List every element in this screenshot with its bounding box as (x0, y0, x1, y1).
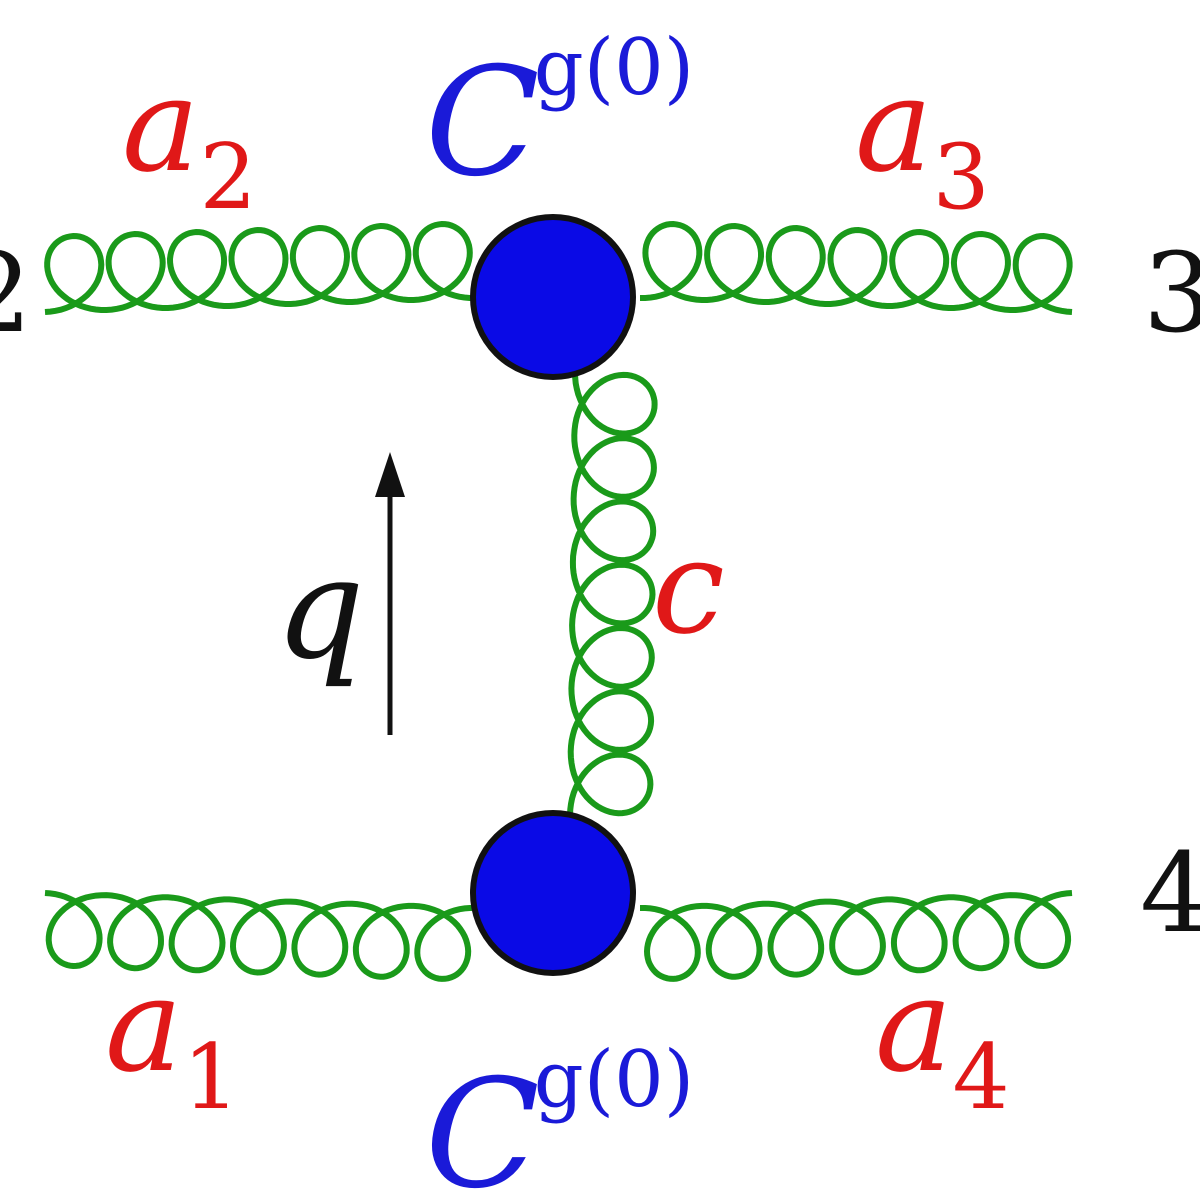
gluon-line-a4 (640, 890, 1073, 982)
label-base: a (105, 949, 183, 1101)
vertex-label-bottom: Cg(0) (425, 1041, 700, 1200)
label-subscript: 1 (182, 1025, 240, 1130)
label-subscript: 3 (932, 125, 990, 230)
label-base: C (425, 36, 540, 210)
gluon-line-a1 (44, 890, 475, 982)
label-superscript: g(0) (533, 1035, 695, 1125)
color-label-a4: a4 (875, 960, 1010, 1123)
color-label-a1: a1 (105, 960, 240, 1123)
label-superscript: g(0) (533, 23, 695, 113)
external-label-2: 2 (0, 238, 32, 348)
vertex-top (470, 214, 636, 380)
gluon-line-a2 (44, 220, 475, 315)
label-subscript: 2 (199, 125, 257, 230)
label-base: a (122, 49, 200, 201)
color-label-c: c (652, 511, 725, 663)
gluon-line-a3 (640, 220, 1073, 315)
momentum-arrow-head (375, 452, 405, 497)
label-base: C (425, 1048, 540, 1200)
vertex-label-top: Cg(0) (425, 29, 700, 198)
label-base: a (855, 49, 933, 201)
momentum-label-q: q (275, 528, 365, 691)
external-label-3: 3 (1143, 229, 1200, 357)
color-label-a3: a3 (855, 60, 990, 223)
external-label-4: 4 (1140, 829, 1200, 957)
color-label-a2: a2 (122, 60, 257, 223)
vertex-bottom (470, 810, 636, 976)
gluon-line-c (567, 371, 658, 817)
label-subscript: 4 (952, 1025, 1010, 1130)
label-base: a (875, 949, 953, 1101)
